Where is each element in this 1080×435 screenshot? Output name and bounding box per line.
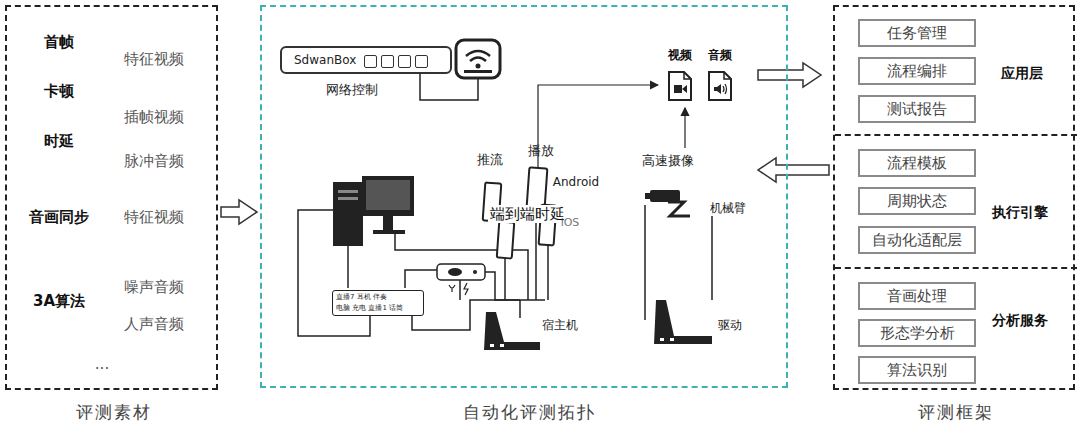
- media-file-icon: 视频: [664, 48, 696, 106]
- hollow-arrow: [221, 200, 257, 224]
- module-box: 流程模板: [858, 149, 976, 177]
- material-item: 脉冲音频: [124, 152, 184, 170]
- layer-title: 应用层: [1001, 65, 1043, 82]
- module-label: 测试报告: [887, 100, 947, 118]
- wifi-router: [456, 40, 500, 78]
- group-panel: 评测素材首帧特征视频卡顿插帧视频时延脉冲音频音画同步特征视频3A算法噪声音频人声…: [5, 5, 218, 390]
- port-square: [381, 55, 394, 68]
- device-name: SdwanBox: [294, 53, 356, 67]
- hollow-arrow: [758, 158, 829, 182]
- module-label: 形态学分析: [880, 324, 955, 342]
- topology-label: iOS: [561, 216, 580, 229]
- layer-section: 应用层 任务管理流程编排测试报告: [835, 7, 1077, 134]
- host-laptop: [484, 312, 540, 350]
- material-item: 特征视频: [124, 50, 184, 68]
- topology-label: 推流: [477, 152, 503, 168]
- material-item: 3A算法: [33, 292, 85, 310]
- topology-label: 高速摄像: [642, 153, 694, 169]
- port-labels: 直播7 耳机 伴奏: [336, 293, 387, 301]
- material-item: 特征视频: [124, 208, 184, 226]
- module-box: 任务管理: [858, 19, 976, 47]
- hollow-arrow: [758, 63, 821, 87]
- module-label: 自动化适配层: [872, 231, 962, 249]
- topology-label: 端到端时延: [488, 205, 567, 223]
- sound-card-hub: 直播7 耳机 伴奏电脑 充电 直播1 话筒: [332, 290, 424, 316]
- module-label: 任务管理: [887, 24, 947, 42]
- topology-label: 机械臂: [710, 201, 746, 215]
- layer-title: 分析服务: [992, 312, 1048, 329]
- layer-section: 执行引擎 流程模板周期状态自动化适配层: [835, 134, 1077, 267]
- topology-label: 播放: [528, 143, 554, 159]
- audio-adapter: [437, 264, 485, 295]
- port-square: [398, 55, 411, 68]
- module-box: 周期状态: [858, 187, 976, 215]
- module-box: 测试报告: [858, 95, 976, 123]
- topology-label: 宿主机: [542, 318, 578, 332]
- panel-heading: 自动化评测拓扑: [463, 402, 596, 422]
- material-item: 卡顿: [44, 82, 74, 100]
- material-item: 首帧: [44, 33, 74, 51]
- material-item: ...: [95, 355, 109, 373]
- topology-label: 网络控制: [326, 82, 378, 98]
- capture-arrow: [538, 85, 658, 168]
- material-item: 音画同步: [29, 208, 89, 226]
- module-box: 形态学分析: [858, 319, 976, 347]
- drive-platform: [654, 300, 712, 344]
- media-label: 视频: [668, 48, 692, 62]
- material-item: 时延: [44, 132, 74, 150]
- module-box: 流程编排: [858, 57, 976, 85]
- module-label: 音画处理: [887, 287, 947, 305]
- module-label: 周期状态: [887, 192, 947, 210]
- topology-label: Android: [553, 175, 599, 189]
- panel-heading: 评测框架: [918, 402, 994, 422]
- port-square: [364, 55, 377, 68]
- media-label: 音频: [708, 48, 732, 62]
- panel-heading: 评测素材: [76, 402, 152, 422]
- material-item: 噪声音频: [124, 278, 184, 296]
- module-box: 算法识别: [858, 356, 976, 384]
- module-label: 算法识别: [887, 361, 947, 379]
- high-speed-camera: [645, 190, 712, 320]
- port-labels: 电脑 充电 直播1 话筒: [336, 304, 403, 312]
- media-file-icon: 音频: [704, 48, 736, 106]
- module-label: 流程模板: [887, 154, 947, 172]
- sdwan-box: SdwanBox: [280, 46, 452, 74]
- file-icon: [667, 70, 693, 102]
- module-box: 自动化适配层: [858, 226, 976, 254]
- file-icon: [707, 70, 733, 102]
- material-item: 人声音频: [124, 315, 184, 333]
- topology-panel: 自动化评测拓扑SdwanBox直播7 耳机 伴奏电脑 充电 直播1 话筒视频音频: [260, 5, 788, 388]
- capture-arrow: [684, 108, 685, 148]
- module-box: 音画处理: [858, 282, 976, 310]
- port-square: [415, 55, 428, 68]
- pc-computer: [333, 176, 414, 246]
- group-panel: 评测框架应用层任务管理流程编排测试报告执行引擎流程模板周期状态自动化适配层分析服…: [833, 5, 1075, 390]
- cable-wires: [298, 210, 548, 336]
- material-item: 插帧视频: [124, 108, 184, 126]
- module-label: 流程编排: [887, 62, 947, 80]
- layer-section: 分析服务 音画处理形态学分析算法识别: [835, 267, 1077, 392]
- topology-label: 驱动: [718, 318, 742, 332]
- layer-title: 执行引擎: [992, 204, 1048, 221]
